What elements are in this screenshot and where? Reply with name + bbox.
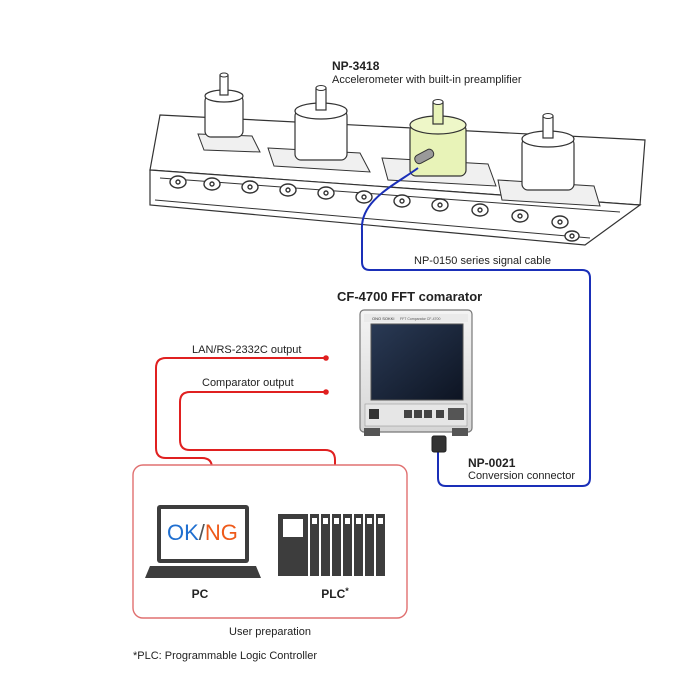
fft-comparator-device [359,309,473,453]
motor-unit-1 [197,72,261,153]
device-panel-text: FFT Comparator CF-4700 [400,317,440,321]
lan-output-line [155,357,326,490]
connector-model-label: NP-0021 [468,456,516,470]
user-preparation-box [132,464,408,619]
user-preparation-caption: User preparation [229,626,311,638]
analyzer-title: CF-4700 FFT comarator [337,289,482,304]
lan-output-label: LAN/RS-2332C output [192,344,301,356]
conveyor-rollers [169,175,580,242]
pc-label: PC [192,587,209,601]
comparator-output-port [323,389,329,395]
conversion-connector-icon [431,435,447,453]
plc-icon [278,514,385,576]
pc-laptop-icon [145,505,261,578]
conveyor-belt [149,169,642,246]
motor-unit-4 [497,113,601,207]
comparator-output-label: Comparator output [202,377,294,389]
plc-label: PLC* [321,586,349,601]
output-lines [155,357,343,490]
pc-screen-text: OK/NG [167,520,238,545]
motor-unit-3-with-sensor [381,99,497,187]
device-screen [370,323,464,401]
comparator-output-line [179,391,343,490]
lan-output-port [323,355,329,361]
connector-description-label: Conversion connector [468,470,575,482]
device-brand-label: ONO SOKKI [372,316,394,321]
motor-unit-2 [267,85,371,173]
signal-cable [360,167,591,487]
front-connector-icon [448,408,464,420]
accelerometer-icon [414,148,435,165]
conveyor [149,72,646,246]
power-switch-icon [369,409,379,419]
cable-label: NP-0150 series signal cable [414,255,551,267]
sensor-model-label: NP-3418 [332,59,380,73]
footnote: *PLC: Programmable Logic Controller [133,650,317,662]
sensor-description-label: Accelerometer with built-in preamplifier [332,74,522,86]
